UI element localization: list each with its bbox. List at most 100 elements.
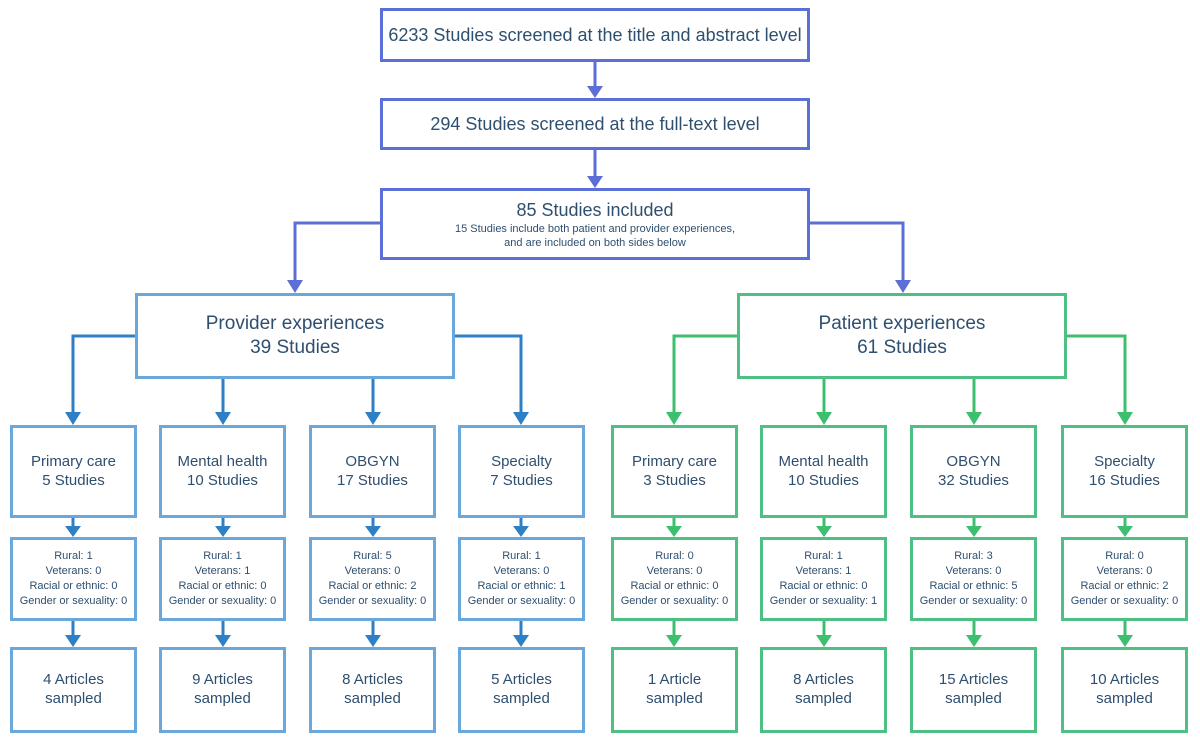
arrow-included-to-provider (293, 221, 380, 288)
category-count: 17 Studies (337, 471, 408, 489)
stat-racial-ethnic: Racial or ethnic: 2 (328, 580, 417, 592)
stat-gender-sexuality: Gender or sexuality: 0 (318, 594, 427, 607)
patient-obgyn-box: OBGYN 32 Studies (910, 425, 1037, 518)
category-name: OBGYN (946, 452, 1001, 470)
category-count: 7 Studies (490, 471, 553, 489)
category-count: 10 Studies (187, 471, 258, 489)
stat-rural: Rural: 5 (353, 550, 392, 563)
category-name: Primary care (30, 452, 116, 470)
provider-primary-care-box: Primary care 5 Studies (10, 425, 137, 518)
sampled-label: sampled (945, 690, 1002, 707)
sampled-label: sampled (646, 690, 703, 707)
category-count: 5 Studies (42, 471, 105, 489)
stat-racial-ethnic: Racial or ethnic: 0 (779, 580, 868, 592)
stat-rural: Rural: 1 (54, 550, 93, 563)
provider-mental-health-box: Mental health 10 Studies (159, 425, 286, 518)
patient-experiences-title: Patient experiences (818, 313, 986, 335)
studies-included-note-1: 15 Studies include both patient and prov… (454, 222, 736, 235)
stat-veterans: Veterans: 0 (493, 565, 550, 578)
title-abstract-screening-box: 6233 Studies screened at the title and a… (380, 8, 810, 62)
patient-specialty-box: Specialty 16 Studies (1061, 425, 1188, 518)
category-count: 3 Studies (643, 471, 706, 489)
category-count: 16 Studies (1089, 471, 1160, 489)
patient-specialty-sampled: 10 Articles sampled (1061, 647, 1188, 733)
patient-experiences-count: 61 Studies (857, 337, 947, 358)
sampled-count: 5 Articles (491, 671, 552, 689)
stat-rural: Rural: 0 (655, 550, 694, 563)
stat-rural: Rural: 1 (804, 550, 843, 563)
stat-gender-sexuality: Gender or sexuality: 0 (467, 594, 576, 607)
stat-gender-sexuality: Gender or sexuality: 0 (919, 594, 1028, 607)
provider-obgyn-stats: Rural: 5 Veterans: 0 Racial or ethnic: 2… (309, 537, 436, 621)
stat-gender-sexuality: Gender or sexuality: 0 (168, 594, 277, 607)
category-name: Mental health (177, 452, 268, 470)
patient-mental-health-sampled: 8 Articles sampled (760, 647, 887, 733)
stat-rural: Rural: 0 (1105, 550, 1144, 563)
category-count: 32 Studies (938, 471, 1009, 489)
provider-experiences-box: Provider experiences 39 Studies (135, 293, 455, 379)
sampled-count: 8 Articles (793, 671, 854, 689)
provider-mental-health-sampled: 9 Articles sampled (159, 647, 286, 733)
title-abstract-screening-text: 6233 Studies screened at the title and a… (388, 24, 802, 45)
patient-primary-care-sampled: 1 Article sampled (611, 647, 738, 733)
stat-veterans: Veterans: 0 (344, 565, 401, 578)
patient-specialty-stats: Rural: 0 Veterans: 0 Racial or ethnic: 2… (1061, 537, 1188, 621)
full-text-screening-box: 294 Studies screened at the full-text le… (380, 98, 810, 150)
patient-mental-health-stats: Rural: 1 Veterans: 1 Racial or ethnic: 0… (760, 537, 887, 621)
stat-veterans: Veterans: 0 (646, 565, 703, 578)
studies-included-note-2: and are included on both sides below (504, 236, 686, 249)
provider-obgyn-box: OBGYN 17 Studies (309, 425, 436, 518)
studies-included-box: 85 Studies included 15 Studies include b… (380, 188, 810, 260)
stat-rural: Rural: 1 (203, 550, 242, 563)
stat-racial-ethnic: Racial or ethnic: 0 (630, 580, 719, 592)
full-text-screening-text: 294 Studies screened at the full-text le… (430, 113, 760, 134)
stat-veterans: Veterans: 0 (45, 565, 102, 578)
stat-gender-sexuality: Gender or sexuality: 0 (1070, 594, 1179, 607)
sampled-count: 1 Article (647, 671, 702, 689)
provider-specialty-stats: Rural: 1 Veterans: 0 Racial or ethnic: 1… (458, 537, 585, 621)
stat-racial-ethnic: Racial or ethnic: 2 (1080, 580, 1169, 592)
category-name: Specialty (1094, 452, 1155, 470)
category-name: Mental health (778, 452, 869, 470)
sampled-label: sampled (795, 690, 852, 707)
stat-rural: Rural: 3 (954, 550, 993, 563)
sampled-count: 15 Articles (938, 671, 1009, 689)
stat-rural: Rural: 1 (502, 550, 541, 563)
patient-obgyn-stats: Rural: 3 Veterans: 0 Racial or ethnic: 5… (910, 537, 1037, 621)
stat-veterans: Veterans: 1 (194, 565, 251, 578)
patient-mental-health-box: Mental health 10 Studies (760, 425, 887, 518)
sampled-label: sampled (194, 690, 251, 707)
sampled-count: 8 Articles (342, 671, 403, 689)
sampled-count: 10 Articles (1089, 671, 1160, 689)
provider-primary-care-sampled: 4 Articles sampled (10, 647, 137, 733)
stat-racial-ethnic: Racial or ethnic: 1 (477, 580, 566, 592)
provider-experiences-title: Provider experiences (205, 313, 385, 335)
provider-obgyn-sampled: 8 Articles sampled (309, 647, 436, 733)
provider-experiences-count: 39 Studies (250, 337, 340, 358)
provider-primary-care-stats: Rural: 1 Veterans: 0 Racial or ethnic: 0… (10, 537, 137, 621)
stat-veterans: Veterans: 1 (795, 565, 852, 578)
patient-primary-care-box: Primary care 3 Studies (611, 425, 738, 518)
sampled-label: sampled (45, 690, 102, 707)
category-name: OBGYN (345, 452, 400, 470)
sampled-count: 4 Articles (43, 671, 104, 689)
stat-racial-ethnic: Racial or ethnic: 0 (178, 580, 267, 592)
stat-gender-sexuality: Gender or sexuality: 0 (19, 594, 128, 607)
sampled-label: sampled (1096, 690, 1153, 707)
stat-racial-ethnic: Racial or ethnic: 5 (929, 580, 1018, 592)
stat-racial-ethnic: Racial or ethnic: 0 (29, 580, 118, 592)
provider-specialty-box: Specialty 7 Studies (458, 425, 585, 518)
sampled-count: 9 Articles (192, 671, 253, 689)
arrow-included-to-patient (810, 221, 905, 288)
category-name: Primary care (631, 452, 717, 470)
studies-included-title: 85 Studies included (516, 200, 674, 221)
patient-obgyn-sampled: 15 Articles sampled (910, 647, 1037, 733)
provider-specialty-sampled: 5 Articles sampled (458, 647, 585, 733)
sampled-label: sampled (344, 690, 401, 707)
stat-gender-sexuality: Gender or sexuality: 1 (769, 594, 878, 607)
stat-veterans: Veterans: 0 (1096, 565, 1153, 578)
stat-veterans: Veterans: 0 (945, 565, 1002, 578)
patient-experiences-box: Patient experiences 61 Studies (737, 293, 1067, 379)
stat-gender-sexuality: Gender or sexuality: 0 (620, 594, 729, 607)
